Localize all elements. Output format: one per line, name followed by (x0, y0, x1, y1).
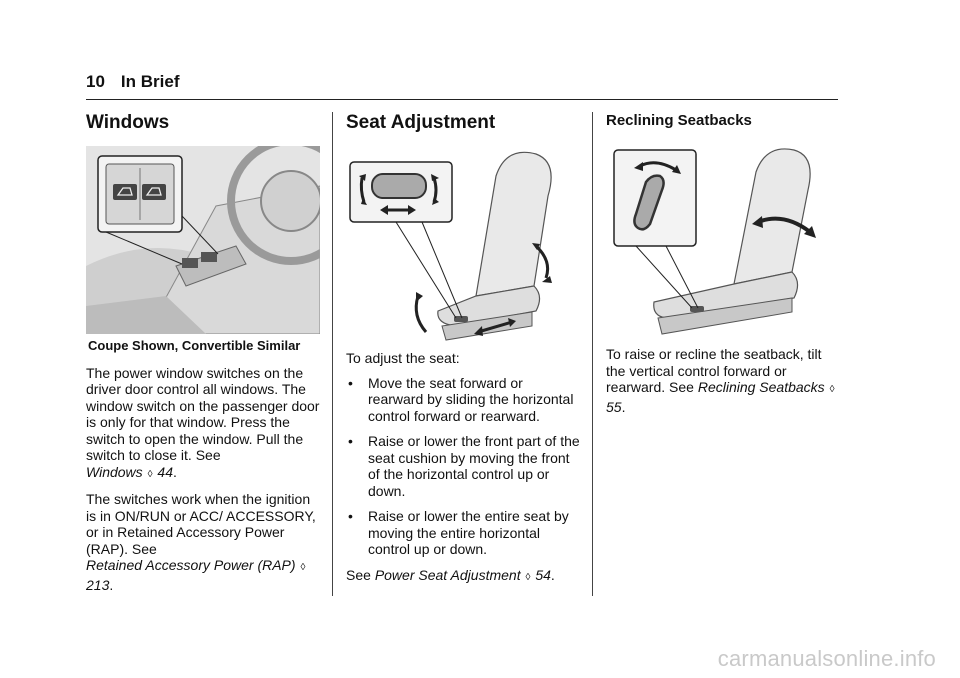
windows-paragraph-1: The power window switches on the driver … (86, 364, 320, 480)
page-ref-icon: ◊ (300, 562, 306, 573)
page-ref-icon: ◊ (829, 384, 835, 395)
reclining-heading: Reclining Seatbacks (606, 112, 752, 129)
column-divider-1 (332, 112, 333, 596)
bullet-icon: • (348, 508, 353, 524)
reclining-paragraph: To raise or recline the seatback, tilt t… (606, 346, 836, 415)
seat-adjustment-heading: Seat Adjustment (346, 112, 496, 133)
watermark: carmanualsonline.info (717, 646, 936, 671)
list-item-text: Raise or lower the entire seat by moving… (368, 508, 569, 557)
page-ref-icon: ◊ (147, 468, 153, 480)
power-seat-link-page: 54 (535, 566, 551, 583)
reclining-link[interactable]: Reclining Seatbacks ◊ 55 (606, 379, 836, 415)
list-item-text: Move the seat forward or rearward by sli… (368, 374, 574, 424)
reclining-text: To raise or recline the seatback, tilt t… (606, 346, 822, 395)
page-number: 10 (86, 72, 105, 91)
door-window-switch-illustration (86, 146, 320, 334)
windows-heading: Windows (86, 112, 170, 133)
windows-link[interactable]: Windows ◊ 44 (86, 464, 173, 480)
list-item: • Raise or lower the entire seat by movin… (346, 508, 580, 558)
reclining-column: Reclining Seatbacks To raise or recline … (606, 108, 838, 423)
reclining-link-label: Reclining Seatbacks (697, 379, 825, 395)
power-seat-link[interactable]: Power Seat Adjustment ◊ 54 (375, 567, 551, 583)
list-item: • Raise or lower the front part of the se… (346, 433, 580, 499)
windows-p1-text: The power window switches on the driver … (86, 364, 320, 464)
column-divider-2 (592, 112, 593, 596)
section-title: In Brief (120, 72, 180, 91)
list-item-text: Raise or lower the front part of the sea… (368, 433, 580, 499)
seat-adjustment-column: Seat Adjustment To adjust the seat: • Mov… (346, 108, 580, 594)
rap-link[interactable]: Retained Accessory Power (RAP) ◊ 213 (86, 557, 306, 593)
windows-column: Windows Coupe Shown, Convertible Similar… (86, 108, 320, 601)
windows-figure-caption: Coupe Shown, Convertible Similar (88, 338, 301, 353)
rap-link-label: Retained Accessory Power (RAP) (86, 557, 296, 573)
reclining-link-page: 55 (606, 398, 622, 415)
windows-p2-text: The switches work when the ignition is i… (86, 491, 316, 557)
seat-bullet-list: • Move the seat forward or rearward by sl… (346, 375, 580, 558)
power-seat-illustration (349, 151, 552, 341)
header-rule (86, 99, 838, 100)
windows-link-page: 44 (157, 463, 173, 480)
windows-link-label: Windows (86, 463, 143, 480)
bullet-icon: • (348, 433, 353, 449)
seat-see-also: See Power Seat Adjustment ◊ 54. (346, 566, 555, 583)
see-text: See (346, 566, 371, 583)
power-seat-link-label: Power Seat Adjustment (374, 566, 521, 583)
rap-link-page: 213 (86, 576, 110, 593)
page-header: 10 In Brief (86, 72, 179, 92)
seat-intro: To adjust the seat: (346, 350, 460, 366)
page-ref-icon: ◊ (525, 571, 531, 583)
seatback-recline-illustration (613, 148, 816, 335)
list-item: • Move the seat forward or rearward by sl… (346, 375, 580, 425)
bullet-icon: • (348, 374, 353, 391)
windows-paragraph-2: The switches work when the ignition is i… (86, 491, 316, 593)
